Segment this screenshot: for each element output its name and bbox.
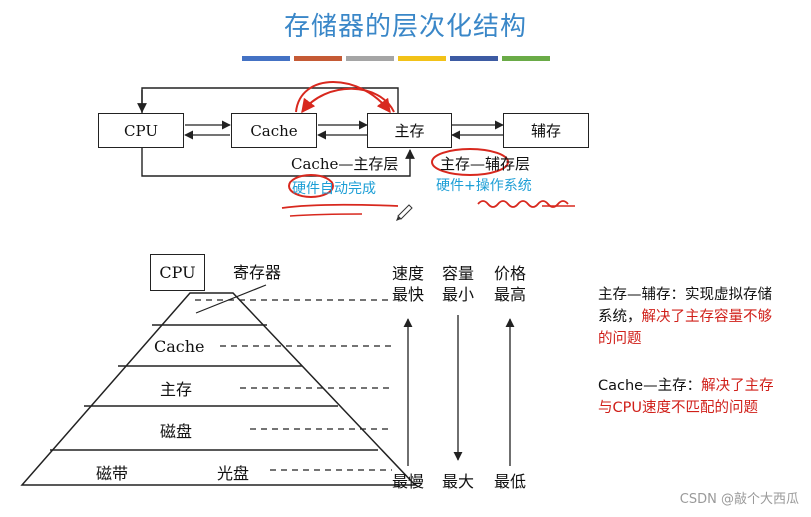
col-capacity-top: 最小 <box>441 285 474 304</box>
col-speed-title: 速度 <box>391 264 424 283</box>
pyramid-tape: 磁带 <box>96 464 129 483</box>
color-bar <box>294 56 342 61</box>
red-arc-cache-to-main <box>295 81 391 114</box>
col-capacity-header: 容量 最小 <box>436 263 480 305</box>
red-circle-hardware <box>288 174 334 198</box>
pyramid-outline <box>20 292 417 486</box>
red-circle-main <box>431 148 509 176</box>
note-main-aux-highlight: 解决了主存容量不够的问题 <box>598 309 772 347</box>
note-cache-main: Cache—主存：解决了主存与CPU速度不匹配的问题 <box>598 375 776 419</box>
col-speed-header: 速度 最快 <box>386 263 430 305</box>
watermark: CSDN @敲个大西瓜 <box>679 492 799 507</box>
pencil-icon <box>396 204 413 221</box>
label-register: 寄存器 <box>233 263 282 282</box>
col-price-bottom: 最低 <box>493 472 526 491</box>
box-main-memory: 主存 <box>367 113 452 148</box>
color-bar <box>346 56 394 61</box>
page-title: 存储器的层次化结构 <box>283 12 527 42</box>
pyramid-optical-disc: 光盘 <box>217 464 250 483</box>
box-cpu: CPU <box>98 113 184 148</box>
col-speed-top: 最快 <box>391 285 424 304</box>
col-price-title: 价格 <box>493 264 526 283</box>
label-main-aux-layer: 主存—辅存层 <box>440 155 531 173</box>
red-wavy-underline <box>477 200 569 208</box>
col-price-top: 最高 <box>493 285 526 304</box>
col-capacity-bottom: 最大 <box>441 472 474 491</box>
red-underline-1 <box>281 203 399 209</box>
color-bar <box>502 56 550 61</box>
note-cache-main-highlight: 解决了主存与CPU速度不匹配的问题 <box>598 378 774 416</box>
pyramid-level-main: 主存 <box>160 380 193 399</box>
color-bar <box>398 56 446 61</box>
note-hardware-os: 硬件+操作系统 <box>436 178 532 194</box>
col-speed-bottom: 最慢 <box>391 472 424 491</box>
red-arc-main-to-cache <box>301 87 395 114</box>
col-price-header: 价格 最高 <box>488 263 532 305</box>
cpu-main-top-line <box>141 87 399 114</box>
cpu-main-bottom-line <box>141 148 415 177</box>
note-main-aux: 主存—辅存：实现虚拟存储系统，解决了主存容量不够的问题 <box>598 284 776 350</box>
note-hardware-auto: 硬件自动完成 <box>292 181 376 197</box>
pyramid-level-cache: Cache <box>154 337 205 356</box>
note-cache-main-text: Cache—主存： <box>598 378 702 394</box>
label-cache-main-layer: Cache—主存层 <box>291 155 399 173</box>
color-bar <box>242 56 290 61</box>
col-capacity-title: 容量 <box>441 264 474 283</box>
pyramid-cpu-box: CPU <box>150 254 205 291</box>
color-bar <box>450 56 498 61</box>
box-aux-memory: 辅存 <box>503 113 589 148</box>
pyramid-level-disk: 磁盘 <box>160 422 193 441</box>
box-cache: Cache <box>231 113 317 148</box>
note-main-aux-text: 主存—辅存：实现虚拟存储系统， <box>598 287 772 325</box>
red-underline-2 <box>289 213 363 217</box>
